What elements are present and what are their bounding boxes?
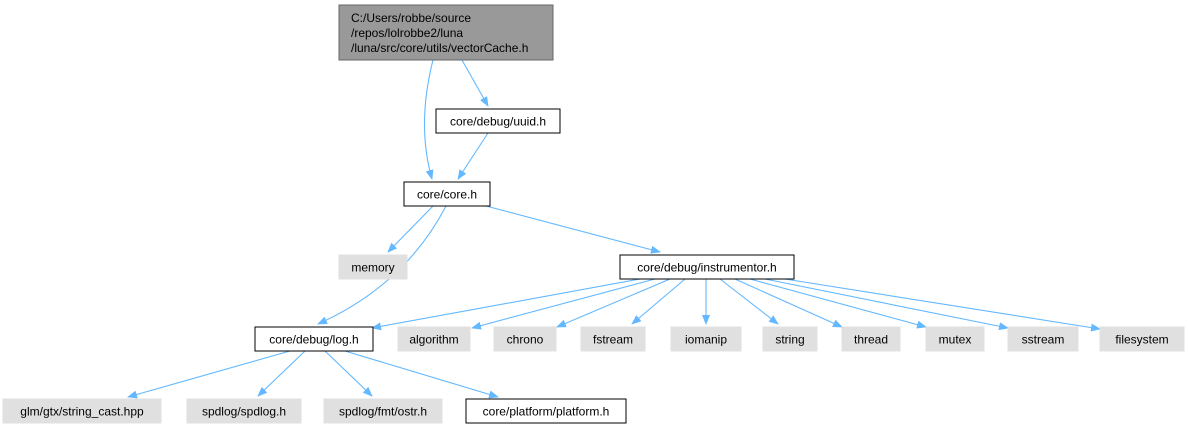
node-memory-label: memory — [351, 261, 394, 275]
node-iomanip-label: iomanip — [685, 333, 727, 347]
edge-instrumentor-to-chrono — [556, 278, 671, 328]
node-memory: memory — [338, 254, 408, 280]
edge-instrumentor-to-mutex — [749, 278, 927, 329]
node-fmt: spdlog/fmt/ostr.h — [323, 398, 443, 424]
node-core-label: core/core.h — [417, 188, 477, 202]
node-string: string — [762, 326, 818, 352]
edge-instrumentor-to-algorithm — [471, 278, 656, 330]
edge-log-to-platform — [344, 350, 499, 399]
node-root-box — [338, 4, 554, 61]
edge-instrumentor-to-thread — [734, 278, 843, 328]
node-core[interactable]: core/core.h — [403, 181, 491, 207]
node-sstream-label: sstream — [1022, 333, 1065, 347]
node-string-box — [762, 326, 818, 352]
node-glm-box — [2, 398, 162, 424]
node-iomanip-box — [670, 326, 742, 352]
node-root-label: C:/Users/robbe/source — [351, 11, 471, 25]
edge-instrumentor-to-log — [371, 278, 641, 331]
edge-root-to-uuid — [461, 59, 489, 107]
edge-instrumentor-to-filesystem — [784, 278, 1101, 332]
node-instrumentor-label: core/debug/instrumentor.h — [637, 261, 776, 275]
node-iomanip: iomanip — [670, 326, 742, 352]
node-root[interactable]: C:/Users/robbe/source/repos/lolrobbe2/lu… — [338, 4, 554, 61]
node-glm: glm/gtx/string_cast.hpp — [2, 398, 162, 424]
node-spdlog: spdlog/spdlog.h — [186, 398, 302, 424]
edge-instrumentor-to-fstream — [631, 278, 686, 325]
node-root-label: /repos/lolrobbe2/luna — [351, 26, 463, 40]
node-instrumentor[interactable]: core/debug/instrumentor.h — [619, 254, 795, 280]
node-filesystem-box — [1099, 326, 1185, 352]
node-log[interactable]: core/debug/log.h — [254, 326, 374, 352]
node-chrono-box — [493, 326, 557, 352]
edge-log-to-fmt — [324, 350, 373, 397]
node-mutex: mutex — [925, 326, 985, 352]
node-log-box — [254, 326, 374, 352]
node-chrono-label: chrono — [507, 333, 544, 347]
edge-core-to-memory — [387, 205, 434, 253]
edge-instrumentor-to-sstream — [764, 278, 1009, 331]
node-fmt-box — [323, 398, 443, 424]
edge-log-to-glm — [127, 350, 291, 399]
node-platform-box — [465, 398, 627, 424]
node-instrumentor-box — [619, 254, 795, 280]
node-filesystem: filesystem — [1099, 326, 1185, 352]
node-thread: thread — [841, 326, 901, 352]
edge-core-to-instrumentor — [485, 205, 661, 254]
node-mutex-label: mutex — [939, 333, 972, 347]
node-string-label: string — [775, 333, 804, 347]
node-spdlog-label: spdlog/spdlog.h — [202, 405, 286, 419]
node-algorithm: algorithm — [397, 326, 471, 352]
edge-uuid-to-core — [457, 132, 489, 180]
node-spdlog-box — [186, 398, 302, 424]
node-memory-box — [338, 254, 408, 280]
node-fstream-box — [580, 326, 646, 352]
node-platform[interactable]: core/platform/platform.h — [465, 398, 627, 424]
node-root-label: /luna/src/core/utils/vectorCache.h — [351, 41, 528, 55]
node-filesystem-label: filesystem — [1115, 333, 1168, 347]
node-thread-label: thread — [854, 333, 888, 347]
node-fmt-label: spdlog/fmt/ostr.h — [339, 405, 427, 419]
node-uuid[interactable]: core/debug/uuid.h — [435, 108, 561, 134]
node-fstream: fstream — [580, 326, 646, 352]
node-algorithm-label: algorithm — [409, 333, 458, 347]
node-log-label: core/debug/log.h — [269, 333, 358, 347]
node-uuid-box — [435, 108, 561, 134]
node-uuid-label: core/debug/uuid.h — [450, 115, 546, 129]
node-glm-label: glm/gtx/string_cast.hpp — [20, 405, 144, 419]
nodes: C:/Users/robbe/source/repos/lolrobbe2/lu… — [2, 4, 1185, 424]
node-mutex-box — [925, 326, 985, 352]
node-platform-label: core/platform/platform.h — [483, 405, 610, 419]
node-algorithm-box — [397, 326, 471, 352]
edge-root-to-core — [423, 59, 434, 180]
edge-log-to-spdlog — [257, 350, 306, 397]
node-sstream-box — [1007, 326, 1079, 352]
node-fstream-label: fstream — [593, 333, 633, 347]
node-core-box — [403, 181, 491, 207]
node-chrono: chrono — [493, 326, 557, 352]
edge-instrumentor-to-string — [719, 278, 779, 325]
node-thread-box — [841, 326, 901, 352]
node-sstream: sstream — [1007, 326, 1079, 352]
